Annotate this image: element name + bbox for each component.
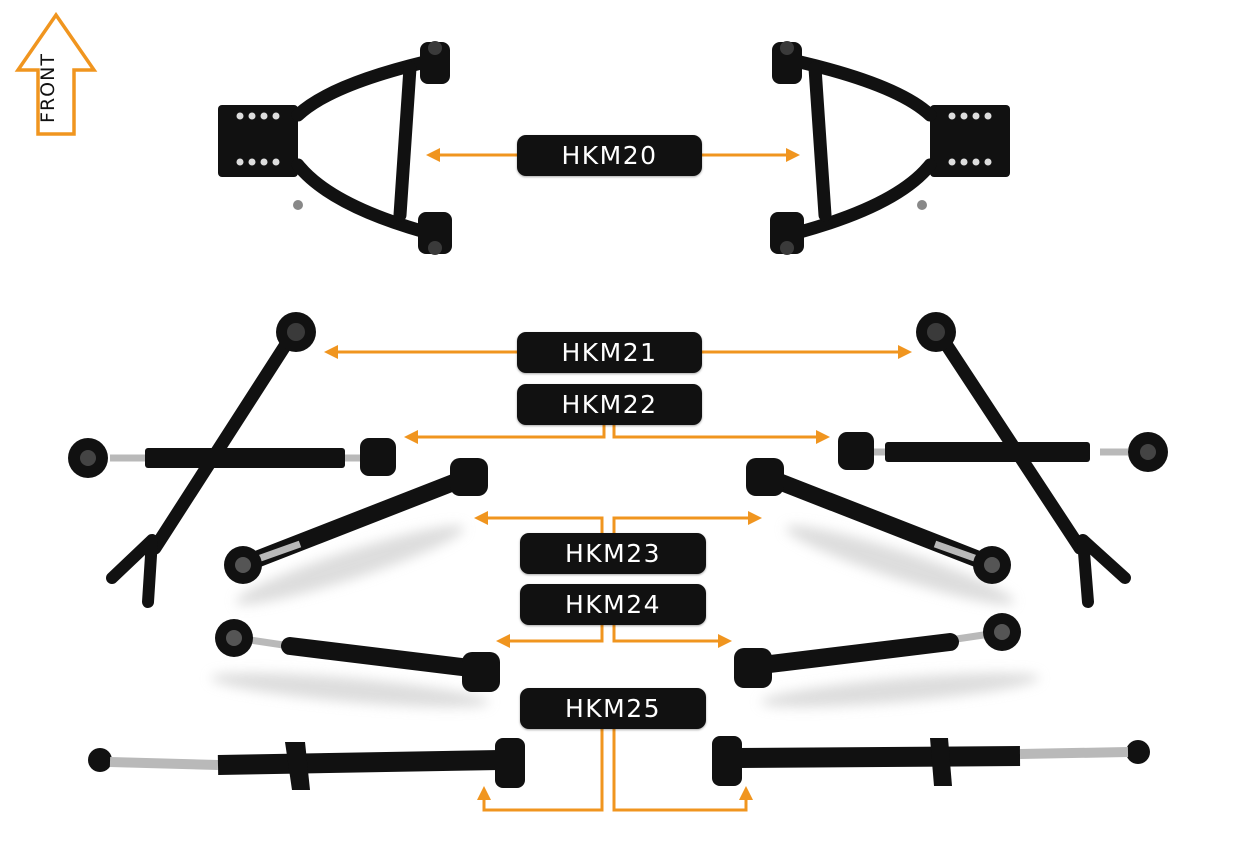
lateral-arm-left <box>68 438 396 478</box>
front-arrow-icon <box>14 12 98 136</box>
link-arm-left <box>88 738 525 790</box>
control-arm-right <box>770 41 1010 255</box>
long-arm-left <box>106 312 316 608</box>
toe-arm-right <box>734 613 1021 688</box>
label-hkm22: HKM22 <box>517 384 702 425</box>
part-shadows <box>210 525 1040 708</box>
arrowheads <box>324 148 912 800</box>
toe-arm-left <box>215 619 500 692</box>
label-hkm20: HKM20 <box>517 135 702 176</box>
label-hkm21: HKM21 <box>517 332 702 373</box>
label-hkm25: HKM25 <box>520 688 706 729</box>
control-arm-left <box>218 41 452 255</box>
link-arm-right <box>712 736 1150 786</box>
angled-arm-right <box>746 458 1011 584</box>
front-label: FRONT <box>37 53 59 123</box>
lateral-arm-right <box>838 432 1168 472</box>
label-hkm24: HKM24 <box>520 584 706 625</box>
leader-lines <box>336 153 900 812</box>
long-arm-right <box>916 312 1131 608</box>
label-hkm23: HKM23 <box>520 533 706 574</box>
angled-arm-left <box>224 458 488 584</box>
